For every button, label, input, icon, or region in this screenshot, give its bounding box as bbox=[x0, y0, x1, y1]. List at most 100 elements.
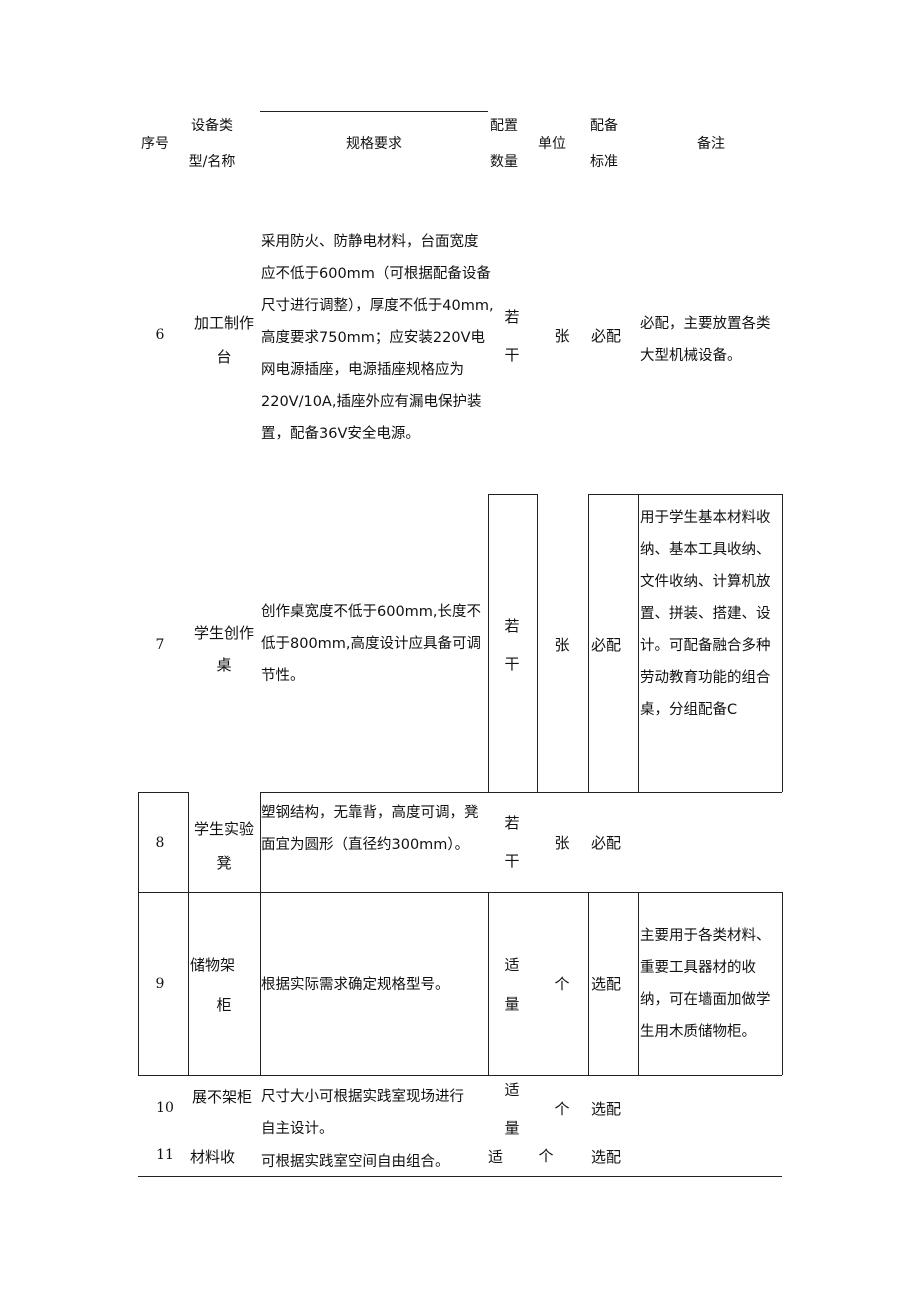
header-std-line2: 标准 bbox=[590, 154, 618, 170]
row-note: 必配，主要放置各类 大型机械设备。 bbox=[640, 308, 771, 372]
grid-line bbox=[138, 1176, 782, 1177]
row-note: 主要用于各类材料、 重要工具器材的收 纳，可在墙面加做学 生用木质储物柜。 bbox=[640, 920, 771, 1048]
note-line: 文件收纳、计算机放 bbox=[640, 574, 771, 590]
row-spec: 创作桌宽度不低于600mm,长度不 低于800mm,高度设计应具备可调 节性。 bbox=[261, 596, 481, 692]
spec-line: 高度要求750mm；应安装220V电 bbox=[261, 330, 486, 346]
row-name: 材料收 bbox=[190, 1148, 236, 1166]
note-line: 劳动教育功能的组合 bbox=[640, 670, 771, 686]
header-qty-line1: 配置 bbox=[490, 118, 518, 134]
spec-line: 置，配备36V安全电源。 bbox=[261, 426, 420, 442]
row-std: 选配 bbox=[590, 1148, 621, 1166]
spec-line: 网电源插座，电源插座规格应为 bbox=[261, 362, 464, 378]
note-line: 计。可配备融合多种 bbox=[640, 638, 771, 654]
grid-line bbox=[588, 892, 589, 1075]
row-qty: 干 bbox=[504, 852, 520, 870]
note-line: 主要用于各类材料、 bbox=[640, 928, 771, 944]
header-std-line1: 配备 bbox=[590, 118, 618, 134]
row-std: 选配 bbox=[590, 1100, 621, 1118]
row-seq: 10 bbox=[156, 1100, 174, 1116]
spec-line: 尺寸大小可根据实践室现场进行 bbox=[261, 1089, 464, 1105]
row-name: 桌 bbox=[216, 656, 232, 674]
row-unit: 张 bbox=[554, 834, 570, 852]
row-name: 柜 bbox=[216, 996, 232, 1014]
row-qty: 干 bbox=[504, 655, 520, 673]
row-std: 选配 bbox=[590, 975, 621, 993]
note-line: 用于学生基本材料收 bbox=[640, 510, 771, 526]
row-seq: 9 bbox=[155, 976, 165, 992]
header-qty-line2: 数量 bbox=[490, 154, 518, 170]
note-line: 生用木质储物柜。 bbox=[640, 1024, 756, 1040]
row-qty: 量 bbox=[504, 995, 520, 1013]
grid-line bbox=[638, 892, 639, 1075]
spec-line: 尺寸进行调整），厚度不低于40mm, bbox=[261, 298, 494, 314]
grid-line bbox=[260, 792, 782, 793]
note-line: 大型机械设备。 bbox=[640, 348, 742, 364]
note-line: 置、拼装、搭建、设 bbox=[640, 606, 771, 622]
grid-line bbox=[638, 494, 639, 792]
row-spec: 可根据实践室空间自由组合。 bbox=[261, 1146, 450, 1178]
header-seq: 序号 bbox=[141, 136, 169, 152]
row-name: 学生创作 bbox=[193, 624, 254, 642]
header-type-line1: 设备类 bbox=[191, 118, 233, 134]
header-unit: 单位 bbox=[538, 136, 566, 152]
row-name: 凳 bbox=[216, 854, 232, 872]
spec-line: 塑钢结构，无靠背，高度可调，凳 bbox=[261, 805, 479, 821]
grid-line bbox=[782, 494, 783, 792]
grid-line bbox=[488, 494, 489, 792]
grid-line bbox=[138, 1075, 782, 1076]
note-line: 必配，主要放置各类 bbox=[640, 316, 771, 332]
spec-line: 节性。 bbox=[261, 668, 305, 684]
row-unit: 张 bbox=[554, 636, 570, 654]
row-name: 学生实验 bbox=[193, 820, 254, 838]
row-qty: 适 bbox=[504, 956, 520, 974]
grid-line bbox=[588, 494, 782, 495]
row-unit: 个 bbox=[554, 975, 570, 993]
row-spec: 采用防火、防静电材料，台面宽度 应不低于600mm（可根据配备设备 尺寸进行调整… bbox=[261, 226, 494, 450]
spec-line: 采用防火、防静电材料，台面宽度 bbox=[261, 234, 479, 250]
row-std: 必配 bbox=[590, 327, 621, 345]
row-qty: 适 bbox=[488, 1148, 504, 1166]
row-qty: 若 bbox=[504, 308, 520, 326]
row-qty: 若 bbox=[504, 617, 520, 635]
spec-line: 可根据实践室空间自由组合。 bbox=[261, 1154, 450, 1170]
header-note: 备注 bbox=[697, 136, 725, 152]
row-qty: 若 bbox=[504, 814, 520, 832]
spec-line: 220V/10A,插座外应有漏电保护装 bbox=[261, 394, 482, 410]
grid-line bbox=[260, 792, 261, 1075]
grid-line bbox=[588, 494, 589, 792]
row-unit: 个 bbox=[538, 1147, 554, 1165]
header-spec: 规格要求 bbox=[346, 136, 402, 152]
row-std: 必配 bbox=[590, 636, 621, 654]
row-seq: 6 bbox=[155, 327, 165, 343]
row-name: 加工制作 bbox=[193, 314, 254, 332]
row-seq: 8 bbox=[155, 835, 165, 851]
grid-line bbox=[138, 792, 139, 1075]
grid-line bbox=[488, 892, 489, 1075]
grid-line bbox=[537, 494, 538, 792]
row-unit: 个 bbox=[554, 1100, 570, 1118]
row-name: 展不架柜 bbox=[192, 1088, 253, 1106]
row-spec: 根据实际需求确定规格型号。 bbox=[261, 969, 450, 1001]
note-line: 桌，分组配备C bbox=[640, 702, 738, 718]
row-seq: 7 bbox=[155, 637, 165, 653]
spec-line: 根据实际需求确定规格型号。 bbox=[261, 977, 450, 993]
row-qty: 量 bbox=[504, 1119, 520, 1137]
grid-line bbox=[138, 792, 188, 793]
spec-line: 应不低于600mm（可根据配备设备 bbox=[261, 266, 491, 282]
spec-line: 自主设计。 bbox=[261, 1121, 334, 1137]
row-seq: 11 bbox=[156, 1147, 174, 1163]
row-note: 用于学生基本材料收 纳、基本工具收纳、 文件收纳、计算机放 置、拼装、搭建、设 … bbox=[640, 502, 771, 726]
row-unit: 张 bbox=[554, 327, 570, 345]
note-line: 纳，可在墙面加做学 bbox=[640, 992, 771, 1008]
row-qty: 适 bbox=[504, 1081, 520, 1099]
note-line: 纳、基本工具收纳、 bbox=[640, 542, 771, 558]
row-name: 储物架 bbox=[190, 956, 236, 974]
row-spec: 尺寸大小可根据实践室现场进行 自主设计。 bbox=[261, 1081, 464, 1145]
spec-line: 面宜为圆形（直径约300mm）。 bbox=[261, 837, 470, 853]
grid-line bbox=[488, 494, 537, 495]
grid-line bbox=[782, 892, 783, 1075]
row-name: 台 bbox=[216, 348, 232, 366]
spec-line: 创作桌宽度不低于600mm,长度不 bbox=[261, 604, 482, 620]
header-top-rule bbox=[260, 111, 488, 112]
spec-line: 低于800mm,高度设计应具备可调 bbox=[261, 636, 482, 652]
